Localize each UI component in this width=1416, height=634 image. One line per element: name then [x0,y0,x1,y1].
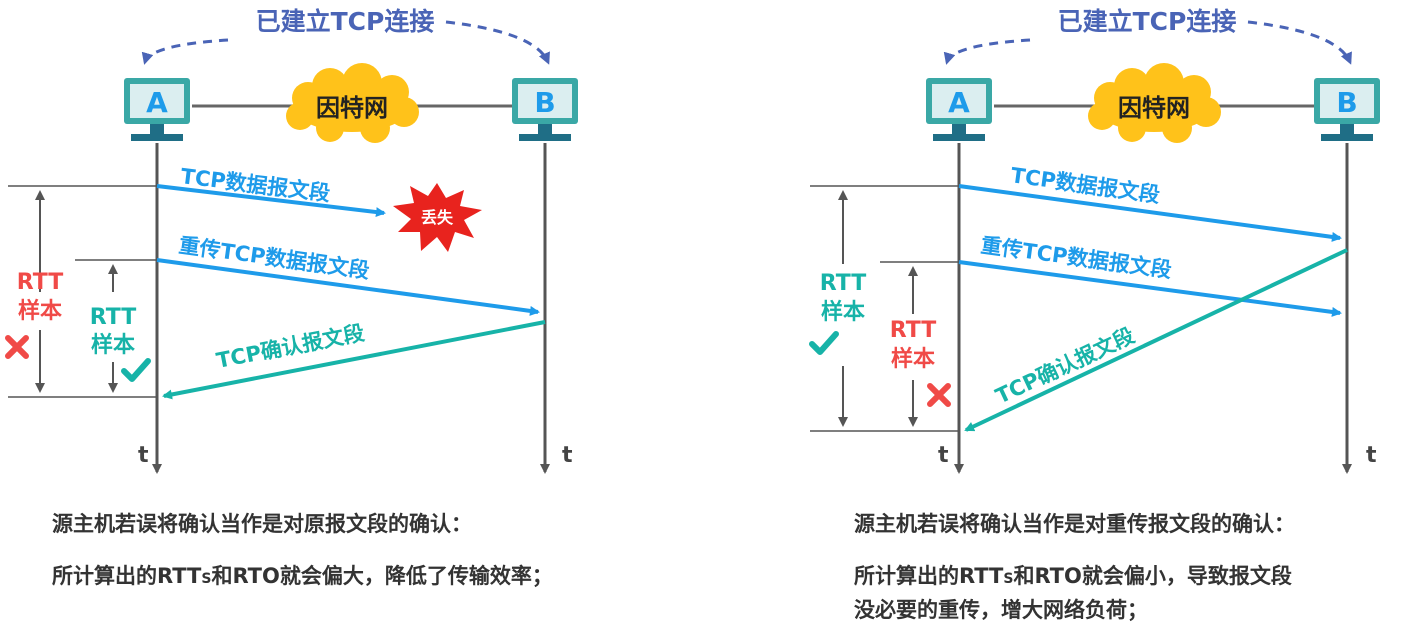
time-label-a: t [138,443,149,468]
ack-arrow [964,248,1348,432]
host-a-terminal: A [124,78,190,141]
rtt-wrong-label-2: 样本 [18,298,62,324]
ack-label: TCP确认报文段 [214,321,366,373]
cross-icon [927,383,951,407]
left-caption-pre: 所计算出的RTT [52,564,202,588]
left-panel: 已建立TCP连接 A B [5,7,578,474]
check-icon [809,331,839,355]
left-caption-sub: S [201,571,212,587]
left-caption-line1: 源主机若误将确认当作是对原报文段的确认： [52,512,472,536]
internet-cloud: 因特网 [1088,63,1221,143]
retransmit-arrow [156,258,540,316]
host-a-label: A [146,86,168,119]
host-a-label: A [948,86,970,119]
left-caption-line2: 所计算出的RTTS和RTO就会偏大，降低了传输效率； [52,558,553,597]
retransmit-label: 重传TCP数据报文段 [979,233,1173,282]
connection-arc [141,38,229,65]
ack-arrow [162,320,546,400]
host-b-terminal: B [1314,78,1380,141]
connection-arc [943,38,1031,65]
right-caption-post: 和RTO就会偏小，导致报文段 [1013,564,1292,588]
right-panel: 已建立TCP连接 A B 因特网 [809,7,1380,474]
time-label-a: t [938,443,949,468]
ack-label: TCP确认报文段 [992,323,1138,408]
rtt-right-label-1: RTT [90,305,136,330]
connection-label: 已建立TCP连接 [1058,7,1237,36]
check-icon [121,358,151,382]
left-caption-post: 和RTO就会偏大，降低了传输效率； [211,564,553,588]
seg1-arrow [958,184,1342,242]
connection-arc [1247,20,1352,65]
internet-cloud: 因特网 [286,63,419,143]
seg1-arrow [156,184,386,218]
internet-label: 因特网 [1118,94,1190,122]
lost-label: 丢失 [421,208,454,227]
cross-icon [5,335,29,359]
retransmit-arrow [958,260,1342,317]
rtt-wrong-label-1: RTT [890,318,936,343]
right-caption-sub: S [1003,571,1014,587]
connection-arc [445,20,550,65]
rtt-right-label-2: 样本 [821,299,865,325]
rtt-wrong-label-2: 样本 [891,346,935,372]
right-caption-pre: 所计算出的RTT [854,564,1004,588]
host-b-label: B [534,86,555,119]
right-caption-line2: 所计算出的RTTS和RTO就会偏小，导致报文段 [854,558,1292,597]
rtt-wrong-label-1: RTT [17,270,63,295]
host-b-label: B [1336,86,1357,119]
lost-burst: 丢失 [393,183,482,252]
time-label-b: t [1366,443,1377,468]
host-a-terminal: A [926,78,992,141]
rtt-right-label-1: RTT [820,271,866,296]
internet-label: 因特网 [316,94,388,122]
seg1-label: TCP数据报文段 [1009,163,1161,207]
time-label-b: t [562,443,573,468]
host-b-terminal: B [512,78,578,141]
right-caption-line3: 没必要的重传，增大网络负荷； [854,598,1148,622]
right-caption-line1: 源主机若误将确认当作是对重传报文段的确认： [854,512,1295,536]
rtt-right-label-2: 样本 [91,332,135,358]
connection-label: 已建立TCP连接 [256,7,435,36]
